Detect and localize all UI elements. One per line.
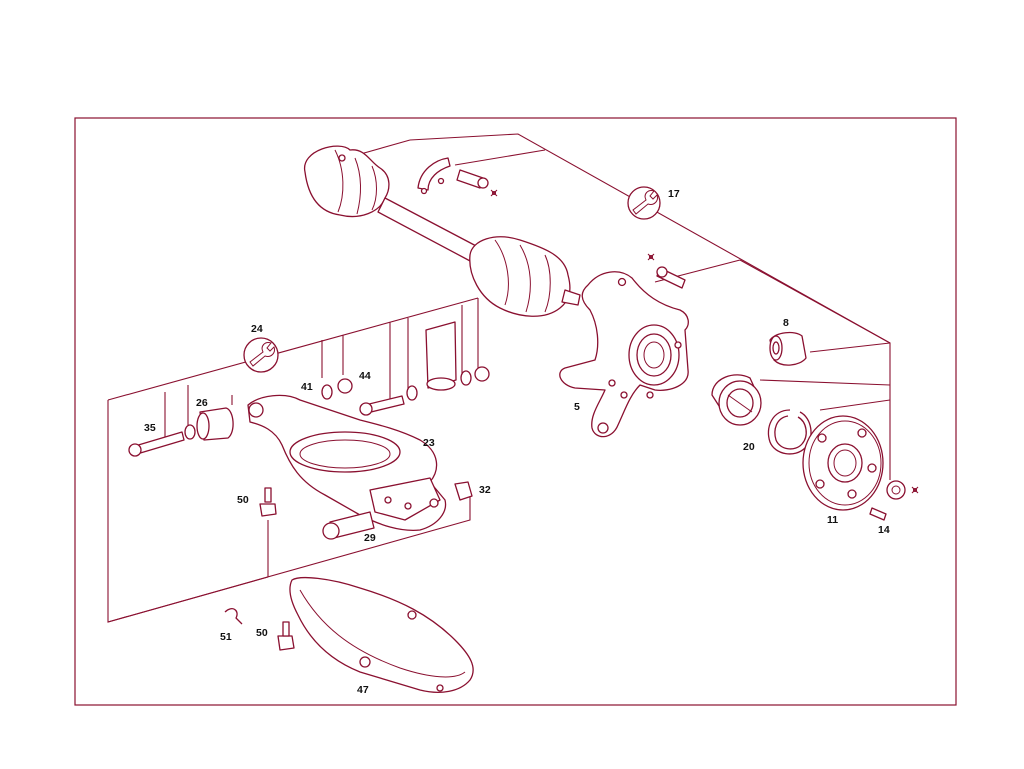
label-29: 29 xyxy=(364,532,376,544)
wrench-symbol-icon xyxy=(627,186,661,220)
assembly-lines xyxy=(107,133,891,623)
steering-knuckle xyxy=(559,253,689,438)
bushing xyxy=(769,331,807,366)
label-24: 24 xyxy=(251,323,263,335)
label-26: 26 xyxy=(196,397,208,409)
snap-ring xyxy=(767,409,812,455)
diagram-frame xyxy=(74,117,957,706)
label-47: 47 xyxy=(357,684,369,696)
label-8: 8 xyxy=(783,317,789,329)
wheel-bearing xyxy=(711,374,762,426)
control-arm xyxy=(247,394,447,531)
label-50-upper: 50 xyxy=(237,494,249,506)
part-labels: 5 8 11 14 17 20 23 24 26 29 32 35 41 44 … xyxy=(144,188,890,696)
label-32: 32 xyxy=(479,484,491,496)
wheel-bolt xyxy=(869,480,919,521)
label-23: 23 xyxy=(423,437,435,449)
arm-fasteners xyxy=(259,481,473,540)
arm-bushing xyxy=(128,407,234,457)
label-35: 35 xyxy=(144,422,156,434)
label-41: 41 xyxy=(301,381,313,393)
drive-shaft xyxy=(304,145,581,317)
label-11: 11 xyxy=(827,514,838,526)
label-17: 17 xyxy=(668,188,680,200)
fasteners-row xyxy=(321,321,490,416)
wrench-symbol-icon xyxy=(243,337,279,373)
label-51: 51 xyxy=(220,631,232,643)
arm-cover xyxy=(224,576,474,693)
label-44: 44 xyxy=(359,370,371,382)
label-14: 14 xyxy=(878,524,890,536)
label-5: 5 xyxy=(574,401,580,413)
label-50-lower: 50 xyxy=(256,627,268,639)
label-20: 20 xyxy=(743,441,755,453)
wheel-hub xyxy=(802,415,884,511)
